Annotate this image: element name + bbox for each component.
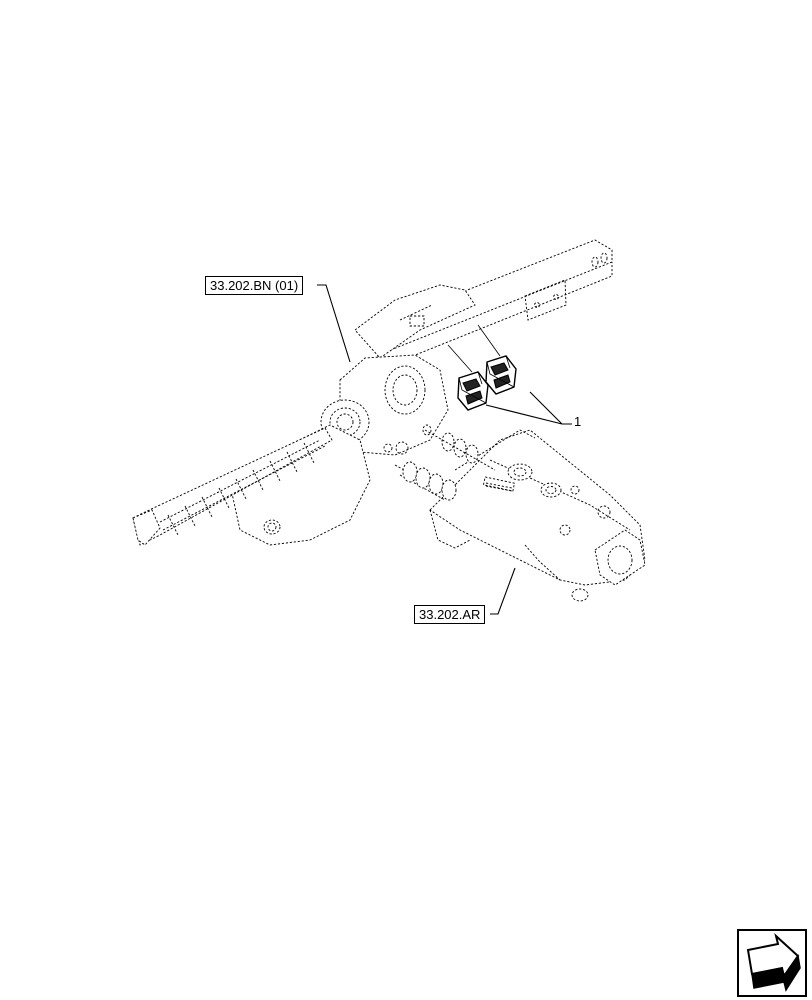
next-page-arrow-icon[interactable]: [737, 929, 807, 997]
brake-valve-body: [429, 429, 646, 602]
brake-light-switch-2: [485, 355, 517, 395]
reference-label-33-202-bn[interactable]: 33.202.BN (01): [205, 276, 304, 295]
leader-ref-2: [490, 567, 516, 615]
reference-label-33-202-ar[interactable]: 33.202.AR: [414, 605, 486, 624]
brake-light-switch-1: [457, 371, 489, 411]
upper-housing: [354, 284, 476, 359]
leader-ref-1: [317, 284, 351, 363]
push-rod-bellows: [394, 424, 496, 501]
brake-pedal: [132, 424, 371, 546]
item-number-1: 1: [574, 414, 582, 429]
leader-item-1: [485, 391, 572, 425]
